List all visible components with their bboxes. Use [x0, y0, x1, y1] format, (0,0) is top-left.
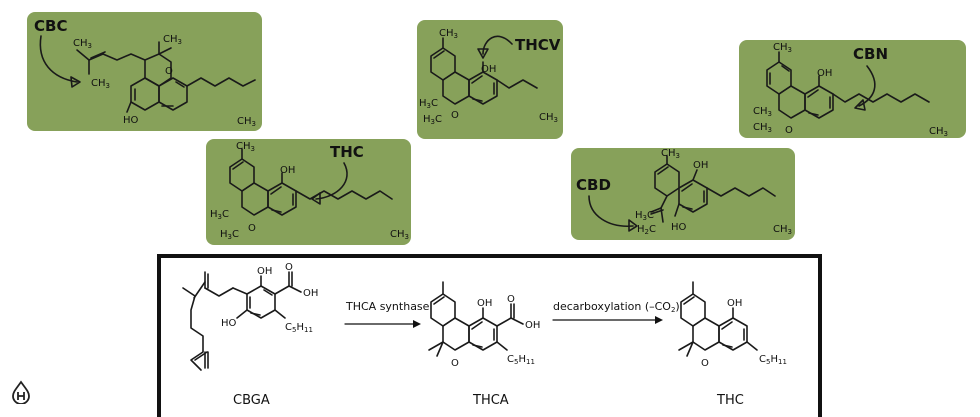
cbd-arrowhead	[628, 219, 638, 232]
thcv-oh: OH	[481, 64, 496, 75]
cbn-oh: OH	[817, 68, 832, 79]
thcv-arrowhead	[477, 48, 489, 59]
cbc-card: CBC CH3 CH3 CH3 O HO CH3	[27, 12, 262, 131]
cbga-oh-top: OH	[257, 266, 272, 277]
biosynthesis-pathway-box: OH O OH HO C5H11 CBGA THCA synthase	[157, 254, 822, 417]
thca-synthase-label: THCA synthase	[345, 300, 430, 313]
cbc-ho: HO	[123, 115, 139, 126]
thc-o: O	[248, 223, 256, 234]
cbc-ch3-b: CH3	[91, 78, 110, 90]
thcv-h3c-b: H3C	[423, 114, 442, 126]
cbn-card: CBN CH3 OH O CH3 CH3 CH3	[739, 40, 966, 138]
thc-label: THC	[330, 143, 364, 161]
cbn-ch3-b: CH3	[753, 106, 772, 118]
cbc-structure: CBC CH3 CH3 CH3 O HO CH3	[34, 17, 256, 128]
thca-ring-o: O	[451, 358, 459, 369]
cbd-card: CBD CH3 OH HO H3C H2C CH3	[571, 148, 795, 240]
thc-pathway-structure: OH O C5H11 THC	[678, 281, 787, 408]
thc-oh: OH	[280, 165, 295, 176]
cbn-ch3-c: CH3	[753, 122, 772, 134]
thca-name: THCA	[472, 393, 509, 408]
cbga-cooh: OH	[303, 288, 318, 299]
cbc-o: O	[165, 66, 173, 77]
thcv-arrow	[482, 35, 513, 55]
thc-pathway-oh: OH	[727, 298, 742, 309]
pathway-diagram: OH O OH HO C5H11 CBGA THCA synthase	[182, 262, 787, 408]
cbga-ho: HO	[221, 318, 237, 329]
cbn-ch2: CH3	[929, 126, 948, 138]
cbd-ch3-b: CH3	[773, 224, 792, 236]
thcv-card: THCV CH3 OH O H3C H3C CH3	[417, 20, 563, 139]
cbc-ch3-a: CH3	[73, 38, 92, 50]
cbd-label: CBD	[576, 176, 611, 194]
cbn-arrowhead	[854, 99, 866, 111]
thca-cooh: OH	[525, 320, 540, 331]
cbd-arrow	[588, 195, 634, 227]
brand-logo-icon	[12, 380, 30, 404]
thcv-ch3-b: CH3	[539, 112, 558, 124]
thc-card: THC CH3 OH O H3C H3C CH3	[206, 139, 411, 245]
cbga-c5h11: C5H11	[285, 322, 313, 334]
cbd-oh: OH	[693, 160, 708, 171]
cbd-ch3: CH3	[661, 148, 680, 160]
cbga-structure: OH O OH HO C5H11 CBGA	[182, 262, 318, 408]
thc-pathway-o: O	[701, 358, 709, 369]
cbd-ho: HO	[671, 222, 687, 233]
thc-structure: THC CH3 OH O H3C H3C CH3	[210, 141, 409, 241]
cbn-arrow	[858, 65, 876, 107]
thc-pathway-c5h11: C5H11	[759, 354, 787, 366]
thca-c5h11: C5H11	[507, 354, 535, 366]
cbn-label: CBN	[853, 45, 888, 63]
thc-arrow	[315, 162, 348, 200]
thc-h3c-a: H3C	[210, 209, 229, 221]
cbd-structure: CBD CH3 OH HO H3C H2C CH3	[576, 148, 792, 236]
thca-structure: OH O OH O C5H11 THCA	[428, 281, 540, 408]
decarboxylation-label: decarboxylation (–CO2)	[553, 300, 680, 314]
arrow-thca-synthase-head	[413, 320, 421, 328]
cbc-arrowhead	[70, 76, 81, 88]
cbc-ch3-d: CH3	[237, 116, 256, 128]
cbc-label: CBC	[34, 17, 67, 35]
thc-pathway-name: THC	[716, 393, 744, 408]
thc-h3c-b: H3C	[220, 229, 239, 241]
thcv-structure: THCV CH3 OH O H3C H3C CH3	[419, 28, 561, 126]
thc-ch3: CH3	[236, 141, 255, 153]
cbc-arrow	[39, 35, 78, 83]
arrow-decarboxylation-head	[655, 316, 663, 324]
thcv-o: O	[451, 110, 459, 121]
cbn-structure: CBN CH3 OH O CH3 CH3 CH3	[753, 42, 948, 138]
thca-o: O	[507, 294, 515, 305]
cbn-o: O	[785, 125, 793, 136]
cbn-ch3: CH3	[773, 42, 792, 54]
thcv-ch3: CH3	[439, 28, 458, 40]
thcv-h3c-a: H3C	[419, 98, 438, 110]
cbc-ch3-c: CH3	[163, 34, 182, 46]
thc-ch3-b: CH3	[390, 229, 409, 241]
cbd-h3c-a: H3C	[635, 210, 654, 222]
cbd-h3c-b: H2C	[637, 224, 656, 236]
thcv-label: THCV	[515, 36, 561, 54]
thca-oh: OH	[477, 298, 492, 309]
cbga-o: O	[285, 262, 293, 273]
cbga-name: CBGA	[233, 393, 270, 408]
